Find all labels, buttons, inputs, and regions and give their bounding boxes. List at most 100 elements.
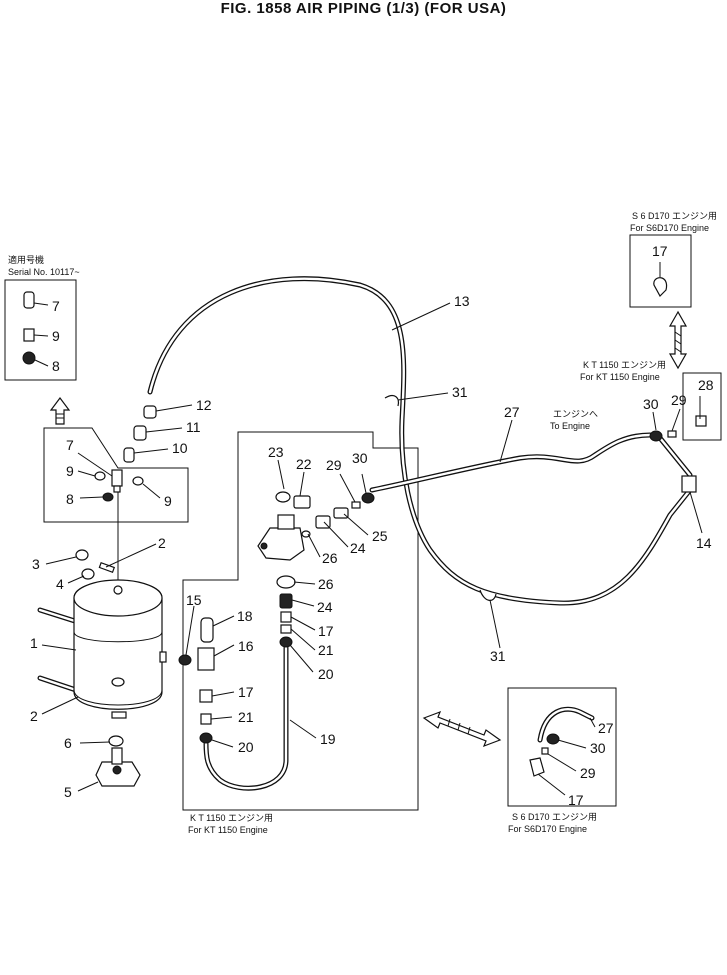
kt-right-part-28 <box>695 415 707 427</box>
figure-title: FIG. 1858 AIR PIPING (1/3) (FOR USA) <box>220 0 507 17</box>
part-30-nut-kt <box>361 492 375 504</box>
callout-14: 14 <box>696 535 712 551</box>
serial-caption-en: Serial No. 10117~ <box>8 267 80 277</box>
kt-right-caption-en: For KT 1150 Engine <box>580 372 660 382</box>
up-arrow-icon <box>49 397 71 425</box>
part-26-oring-lower <box>276 575 296 589</box>
clip-31-lower <box>479 589 497 601</box>
diagonal-double-arrow-icon <box>422 710 502 748</box>
hose-19 <box>203 642 289 791</box>
callout-7: 7 <box>52 298 60 314</box>
drain-valve-5 <box>95 747 141 787</box>
fitting-detail-box <box>43 427 189 523</box>
callout-28: 28 <box>698 377 714 393</box>
part-17-fitting-left <box>199 689 213 703</box>
to-engine-caption-jp: エンジンへ <box>553 409 598 419</box>
kt-right-caption-jp: K T 1150 エンジン用 <box>583 360 666 370</box>
callout-26: 26 <box>318 576 334 592</box>
part-10-fitting <box>123 447 135 463</box>
part-20-nut-kt <box>279 636 293 648</box>
part-3-nut <box>75 549 89 561</box>
callout-20: 20 <box>238 739 254 755</box>
callout-8: 8 <box>66 491 74 507</box>
callout-29: 29 <box>580 765 596 781</box>
bottom-part-29 <box>541 747 549 755</box>
leader-lines <box>33 262 703 796</box>
callout-20: 20 <box>318 666 334 682</box>
part-8-nut <box>102 492 114 502</box>
serial-caption-jp: 適用号機 <box>8 254 44 265</box>
callout-12: 12 <box>196 397 212 413</box>
part-29-washer-right <box>667 430 677 438</box>
part-11-fitting <box>133 425 147 441</box>
part-2-plug <box>98 561 116 573</box>
callout-18: 18 <box>237 608 253 624</box>
callout-30: 30 <box>590 740 606 756</box>
callout-27: 27 <box>598 720 614 736</box>
callout-24: 24 <box>317 599 333 615</box>
part-24-fitting-lower <box>279 593 293 609</box>
callout-22: 22 <box>296 456 312 472</box>
part-14-connector <box>681 475 697 493</box>
callout-17: 17 <box>652 243 668 259</box>
s6d-bottom-caption-jp: S 6 D170 エンジン用 <box>512 812 597 822</box>
callout-29: 29 <box>671 392 687 408</box>
callout-21: 21 <box>238 709 254 725</box>
hose-13 <box>147 276 693 606</box>
part-18-valve <box>200 617 214 643</box>
tank-pipe-lower <box>37 675 79 693</box>
callout-30: 30 <box>352 450 368 466</box>
callout-9: 9 <box>66 463 74 479</box>
to-engine-pipe <box>657 435 693 478</box>
part-20-nut-left <box>199 732 213 744</box>
kt1150-inset-box <box>182 431 419 811</box>
callout-21: 21 <box>318 642 334 658</box>
part-4-washer <box>81 568 95 580</box>
callout-23: 23 <box>268 444 284 460</box>
callout-9: 9 <box>52 328 60 344</box>
part-29-washer-kt <box>351 501 361 509</box>
part-17-fitting-kt <box>280 611 292 623</box>
callout-17: 17 <box>238 684 254 700</box>
callout-29: 29 <box>326 457 342 473</box>
callout-10: 10 <box>172 440 188 456</box>
callout-30: 30 <box>643 396 659 412</box>
bottom-part-30 <box>546 733 560 745</box>
callout-9: 9 <box>164 493 172 509</box>
kt-bottom-caption-en: For KT 1150 Engine <box>188 825 268 835</box>
part-26-oring-upper <box>301 530 311 538</box>
s6d-top-caption-jp: S 6 D170 エンジン用 <box>632 211 717 221</box>
kt-bottom-caption-jp: K T 1150 エンジン用 <box>190 813 273 823</box>
vertical-double-arrow-icon <box>668 310 688 370</box>
part-23-oring <box>275 491 291 503</box>
callout-17: 17 <box>568 792 584 808</box>
part-12-fitting <box>143 405 157 419</box>
s6d-top-caption-en: For S6D170 Engine <box>630 223 709 233</box>
fitting-7-elbow <box>111 469 123 493</box>
s6d-bottom-caption-en: For S6D170 Engine <box>508 824 587 834</box>
callout-24: 24 <box>350 540 366 556</box>
serial-part-9 <box>23 328 35 342</box>
callout-31: 31 <box>490 648 506 664</box>
callout-2: 2 <box>30 708 38 724</box>
callout-15: 15 <box>186 592 202 608</box>
air-tank <box>73 579 167 719</box>
part-21-ferrule-left <box>200 713 212 725</box>
bottom-part-17 <box>529 757 545 777</box>
callout-19: 19 <box>320 731 336 747</box>
part-22-plug <box>293 495 311 509</box>
part-15-plug <box>178 654 192 666</box>
s6d-top-part-17 <box>653 277 668 297</box>
part-25-fitting <box>333 507 349 519</box>
callout-2: 2 <box>158 535 166 551</box>
hose-27 <box>369 432 653 493</box>
callout-17: 17 <box>318 623 334 639</box>
part-16-tee <box>197 647 215 671</box>
part-21-ferrule-kt <box>280 624 292 634</box>
callout-7: 7 <box>66 437 74 453</box>
regulator-valve <box>257 514 305 561</box>
callout-26: 26 <box>322 550 338 566</box>
tank-pipe-upper <box>37 607 81 625</box>
serial-part-7 <box>23 291 35 309</box>
